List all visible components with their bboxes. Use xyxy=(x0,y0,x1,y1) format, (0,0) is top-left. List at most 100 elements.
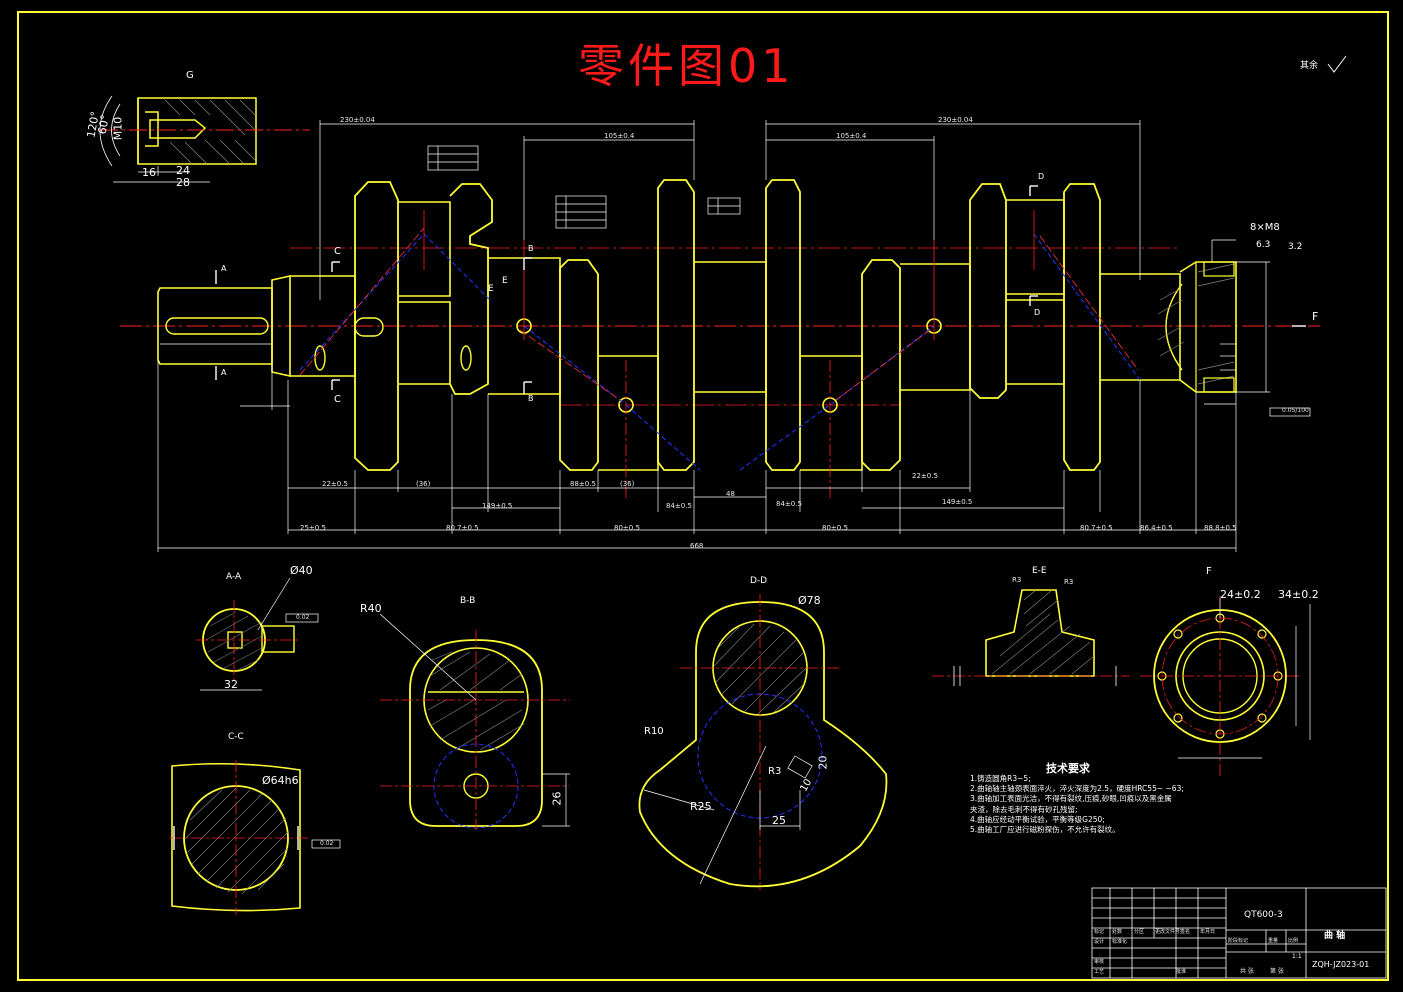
section-aa-width: 32 xyxy=(224,678,238,691)
holes-callout: 8×M8 xyxy=(1250,222,1280,233)
total-length: 668 xyxy=(690,542,704,550)
tb-row-label: 处数 xyxy=(1112,929,1123,935)
section-dd-r25: R25 xyxy=(690,800,712,813)
drawing-frame xyxy=(17,11,1389,981)
tb-row-label: 分区 xyxy=(1134,929,1145,935)
section-cc-tol: 0.02 xyxy=(320,840,334,847)
bottom-dim-r1-5: 84±0.5 xyxy=(666,502,692,510)
section-cc-view xyxy=(170,760,310,915)
section-dd-dim-20: 20 xyxy=(816,755,830,770)
drawing-title: 零件图01 xyxy=(578,39,795,93)
section-ee-r3-right: R3 xyxy=(1064,578,1074,586)
mark-d-top: D xyxy=(1038,172,1045,181)
bottom-dim-r3-3: 80±0.5 xyxy=(614,524,640,532)
tb-sheet-label: 共 张 xyxy=(1240,968,1254,975)
bottom-dim-r3-6: 86.4±0.5 xyxy=(1140,524,1173,532)
detail-g-dim-16: 16 xyxy=(142,166,156,179)
crankshaft-main-view xyxy=(120,55,1347,849)
view-f-dim-34: 34±0.2 xyxy=(1278,588,1319,601)
section-dd-label: D-D xyxy=(750,576,768,586)
mark-d-bottom: D xyxy=(1034,308,1041,317)
mark-c-bottom: C xyxy=(334,394,341,405)
runout-tolerance: 0.05/100 xyxy=(1282,407,1309,414)
bottom-dim-r3-4: 80±0.5 xyxy=(822,524,848,532)
section-dd-dia: Ø78 xyxy=(798,594,821,607)
view-f-dim-24: 24±0.2 xyxy=(1220,588,1261,601)
detail-g-dim-24: 24 xyxy=(176,164,190,177)
mark-b-top: B xyxy=(528,244,534,253)
bottom-dim-r3-7: 88.8±0.5 xyxy=(1204,524,1237,532)
roughness-3-2: 3.2 xyxy=(1288,242,1303,252)
section-aa-label: A-A xyxy=(226,572,242,582)
mark-c-top: C xyxy=(334,246,341,257)
mark-a-bottom: A xyxy=(221,368,227,377)
detail-g-thread: M10 xyxy=(111,116,125,141)
tech-req-item: 5.曲轴工厂应进行磁粉探伤，不允许有裂纹。 xyxy=(970,825,1120,835)
section-aa-dia: Ø40 xyxy=(290,564,313,577)
section-ee-label: E-E xyxy=(1032,566,1047,576)
section-bb-label: B-B xyxy=(460,596,476,606)
part-name: 曲 轴 xyxy=(1324,931,1346,941)
detail-g-label: G xyxy=(186,70,194,81)
tb-stage-label: 重量 xyxy=(1268,938,1279,944)
detail-g-view xyxy=(99,95,310,183)
tb-sign-label: 工艺 xyxy=(1094,969,1105,975)
tb-row-label: 更改文件号 xyxy=(1155,929,1181,935)
top-dim-2: 105±0.4 xyxy=(604,132,635,140)
top-dim-3: 105±0.4 xyxy=(836,132,867,140)
section-ee-r3-left: R3 xyxy=(1012,576,1022,584)
section-dd-r10: R10 xyxy=(644,726,664,737)
section-cc-label: C-C xyxy=(228,732,244,742)
material: QT600-3 xyxy=(1244,910,1283,920)
bottom-dim-r3-5: 80.7±0.5 xyxy=(1080,524,1113,532)
roughness-note: 其余 xyxy=(1300,61,1319,71)
tb-row-label: 标记 xyxy=(1094,929,1105,935)
tb-stage-label: 阶段标记 xyxy=(1228,938,1249,944)
mark-e-right: E xyxy=(502,276,508,286)
tech-req-list: 1.铸造圆角R3~5; 2.曲轴轴主轴颈表面淬火，淬火深度为2.5，硬度HRC5… xyxy=(970,774,1210,835)
section-bb-dim-26: 26 xyxy=(550,791,564,806)
view-f xyxy=(1140,596,1311,776)
tech-req-heading: 技术要求 xyxy=(1046,762,1090,775)
tb-sign-label: 设计 xyxy=(1094,939,1105,945)
section-cc-dia: Ø64h6 xyxy=(262,774,299,787)
tech-req-item: 2.曲轴轴主轴颈表面淬火，淬火深度为2.5，硬度HRC55~ ~63; xyxy=(970,784,1184,794)
section-dd-view xyxy=(638,594,888,890)
bottom-dim-r2-3: 149±0.5 xyxy=(942,498,973,506)
bottom-dim-r2-2: 48 xyxy=(726,490,735,498)
top-dim-1: 230±0.04 xyxy=(340,116,375,124)
bottom-dim-r1-7: 22±0.5 xyxy=(912,472,938,480)
section-dd-r3: R3 xyxy=(768,766,782,777)
section-aa-tol: 0.02 xyxy=(296,614,310,621)
tech-req-item: 4.曲轴应经动平衡试验，平衡等级G250; xyxy=(970,814,1105,824)
bottom-dim-r2-1: 149±0.5 xyxy=(482,502,513,510)
bottom-dim-r1-1: 22±0.5 xyxy=(322,480,348,488)
top-dim-4: 230±0.04 xyxy=(938,116,973,124)
tech-req-item: 3.曲轴加工表面光洁，不得有裂纹,压痕,砂眼,凹痕以及黑金属 xyxy=(970,794,1172,804)
tb-sign-label: 批准 xyxy=(1176,969,1187,975)
scale: 1:1 xyxy=(1292,953,1302,960)
bottom-dim-r1-3: 88±0.5 xyxy=(570,480,596,488)
section-ee-view xyxy=(932,589,1130,686)
view-f-label: F xyxy=(1206,566,1212,577)
section-aa-view xyxy=(196,577,300,691)
tb-sign-label: 审核 xyxy=(1094,959,1105,965)
bottom-dim-r1-4: (36) xyxy=(620,480,635,488)
mark-e-left: E xyxy=(488,284,494,294)
detail-g-dim-28: 28 xyxy=(176,176,190,189)
section-bb-radius: R40 xyxy=(360,602,382,615)
tb-sign-label: 标准化 xyxy=(1112,939,1128,945)
section-bb-view xyxy=(379,613,570,830)
bottom-dim-r1-6: 84±0.5 xyxy=(776,500,802,508)
tb-stage-label: 比例 xyxy=(1288,938,1299,944)
tech-req-item: 1.铸造圆角R3~5; xyxy=(970,774,1031,783)
section-dd-dim-25: 25 xyxy=(772,814,786,827)
tech-req-item: 夹渣，除去毛刺不得有砂孔残留; xyxy=(970,804,1078,814)
bottom-dim-r3-2: 80.7±0.5 xyxy=(446,524,479,532)
mark-f: F xyxy=(1312,310,1319,323)
tb-row-label: 年月日 xyxy=(1200,929,1216,935)
tb-sheet-label: 第 张 xyxy=(1270,968,1284,975)
title-block-grid xyxy=(1091,887,1387,979)
mark-a-top: A xyxy=(221,264,227,273)
